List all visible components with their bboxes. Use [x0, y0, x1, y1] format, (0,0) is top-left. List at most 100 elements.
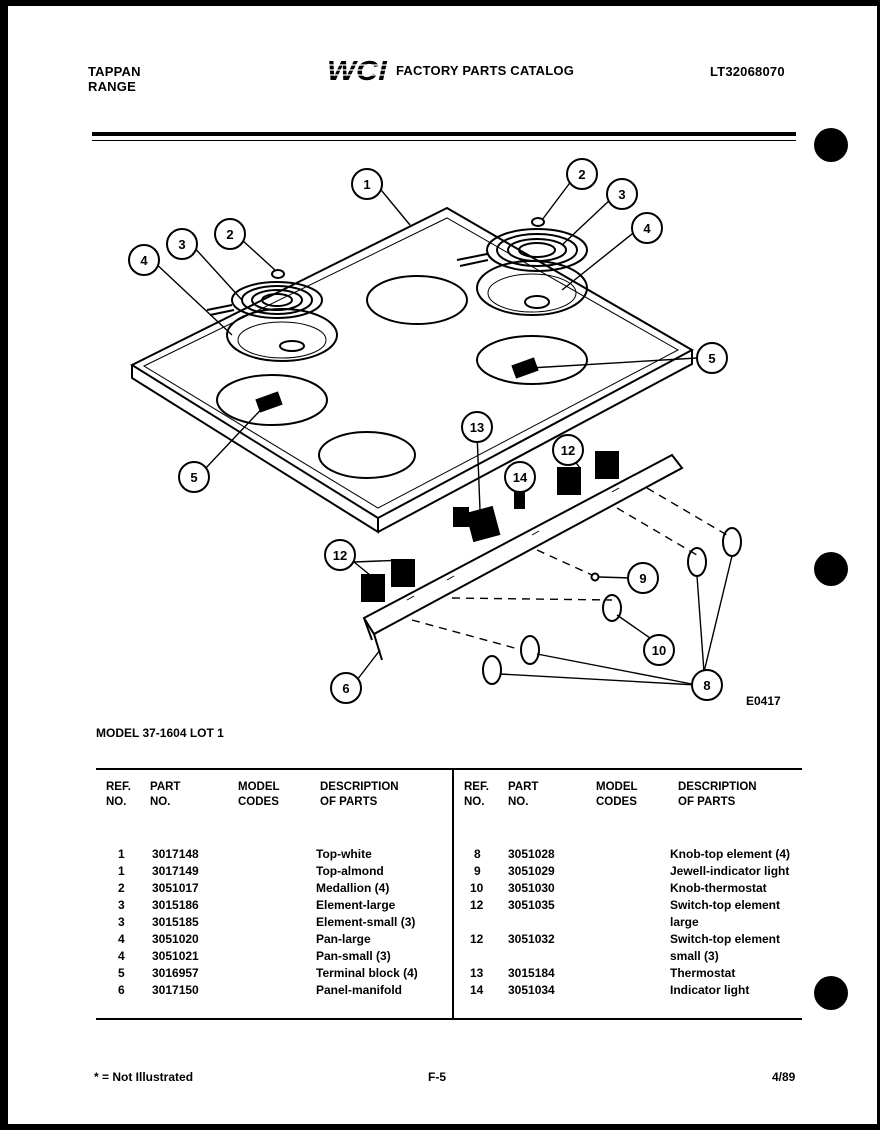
part-no: 3017149: [152, 864, 199, 878]
description: Knob-top element (4): [670, 847, 790, 861]
description: Medallion (4): [316, 881, 390, 895]
callout-12-right: [552, 434, 584, 466]
part-no: 3016957: [152, 966, 199, 980]
description: Switch-top element large: [670, 898, 781, 929]
table-row: 8 3051028 Knob-top element (4): [0, 846, 880, 863]
page-border-top: [0, 0, 880, 6]
table-row: 6 3017150 Panel-manifold: [0, 982, 452, 999]
callout-label-12-left: 12: [333, 548, 347, 563]
table-row: 14 3051034 Indicator light: [0, 982, 880, 999]
ref-no: 1: [118, 864, 125, 878]
ref-no: 12: [470, 932, 484, 946]
table-row: 10 3051030 Knob-thermostat: [0, 880, 880, 897]
ref-no: 10: [470, 881, 484, 895]
ref-no: 4: [118, 949, 125, 963]
part-no: 3017148: [152, 847, 199, 861]
part-no: 3017150: [152, 983, 199, 997]
table-row: 3 3015186 Element-large: [0, 897, 452, 914]
exploded-parts-diagram: 1 2 2 3 3 4 4 5 5 6 8 9 10 12 12 13 14: [128, 158, 742, 704]
callout-4-right: [631, 212, 663, 244]
manifold-panel: [362, 453, 684, 661]
brand-block: TAPPAN RANGE: [88, 64, 141, 94]
heating-element-right: [456, 228, 588, 272]
description: Indicator light: [670, 983, 750, 997]
part-no: 3015184: [508, 966, 555, 980]
header-model-codes-right: MODEL CODES: [596, 781, 638, 808]
description: Element-large: [316, 898, 396, 912]
description: Knob-thermostat: [670, 881, 767, 895]
part-no: 3015185: [152, 915, 199, 929]
header-part-no-left: PART NO.: [150, 781, 181, 808]
part-no: 3015186: [152, 898, 199, 912]
header-rule-thin: [92, 140, 796, 141]
brand-line-2: RANGE: [88, 79, 136, 94]
part-no: 3051021: [152, 949, 199, 963]
model-line: MODEL 37-1604 LOT 1: [96, 726, 224, 740]
catalog-title: FACTORY PARTS CATALOG: [396, 62, 575, 78]
page-border-bottom: [0, 1124, 880, 1130]
callout-5-right: [696, 342, 728, 374]
table-row: 13 3015184 Thermostat: [0, 965, 880, 982]
callout-labels: 1 2 2 3 3 4 4 5 5 6 8 9 10 12 12 13 14: [140, 167, 715, 696]
footer-note: * = Not Illustrated: [94, 1070, 194, 1084]
catalog-header: WCI FACTORY PARTS CATALOG: [326, 56, 574, 84]
callout-bubbles: [128, 158, 728, 704]
binder-hole-middle: [814, 552, 848, 586]
callout-label-6: 6: [342, 681, 349, 696]
callout-label-8: 8: [703, 678, 710, 693]
table-rule-bottom: [96, 1018, 802, 1020]
part-no: 3051017: [152, 881, 199, 895]
callout-label-9: 9: [639, 571, 646, 586]
ref-no: 1: [118, 847, 125, 861]
callout-label-2-left: 2: [226, 227, 233, 242]
header-description-left: DESCRIPTION OF PARTS: [320, 781, 399, 808]
ref-no: 3: [118, 898, 125, 912]
footer-page-number: F-5: [428, 1070, 446, 1084]
callout-label-10: 10: [652, 643, 666, 658]
table-rule-top: [96, 768, 802, 770]
callout-leaders: [151, 179, 733, 686]
callout-label-5-left: 5: [190, 470, 197, 485]
callout-label-13: 13: [470, 420, 484, 435]
description: Pan-large: [316, 932, 371, 946]
table-row: 5 3016957 Terminal block (4): [0, 965, 452, 982]
cooktop-outline: [129, 206, 695, 534]
callout-2-left: [214, 218, 246, 250]
table-row: 1 3017149 Top-almond: [0, 863, 452, 880]
callout-3-left: [166, 228, 198, 260]
control-components: [361, 451, 619, 602]
part-no: 3051028: [508, 847, 555, 861]
callout-13: [461, 411, 493, 443]
ref-no: 3: [118, 915, 125, 929]
wci-logo: WCI: [326, 56, 390, 84]
page-border-left: [0, 0, 8, 1130]
callout-label-3-left: 3: [178, 237, 185, 252]
table-row: 3 3015185 Element-small (3): [0, 914, 452, 931]
ref-no: 2: [118, 881, 125, 895]
burner-openings: [216, 275, 588, 479]
description: Element-small (3): [316, 915, 416, 929]
part-no: 3051029: [508, 864, 555, 878]
header-ref-no-right: REF. NO.: [464, 781, 489, 808]
part-no: 3051032: [508, 932, 555, 946]
diagram-code: E0417: [746, 694, 781, 708]
callout-label-12-right: 12: [561, 443, 575, 458]
callout-5-left: [178, 461, 210, 493]
ref-no: 8: [474, 847, 481, 861]
callout-10: [643, 634, 675, 666]
ref-no: 5: [118, 966, 125, 980]
page-border-right: [877, 0, 880, 1130]
description: Pan-small (3): [316, 949, 391, 963]
header-part-no-right: PART NO.: [508, 781, 539, 808]
header-model-codes-left: MODEL CODES: [238, 781, 280, 808]
callout-label-4-left: 4: [140, 253, 148, 268]
medallion-left: [271, 269, 285, 279]
table-row: 12 3051035 Switch-top element large: [0, 897, 880, 931]
header-description-right: DESCRIPTION OF PARTS: [678, 781, 757, 808]
table-row: 12 3051032 Switch-top element small (3): [0, 931, 880, 965]
description: Top-white: [316, 847, 372, 861]
ref-no: 4: [118, 932, 125, 946]
callout-14: [504, 461, 536, 493]
callout-4-left: [128, 244, 160, 276]
description: Switch-top element small (3): [670, 932, 781, 963]
